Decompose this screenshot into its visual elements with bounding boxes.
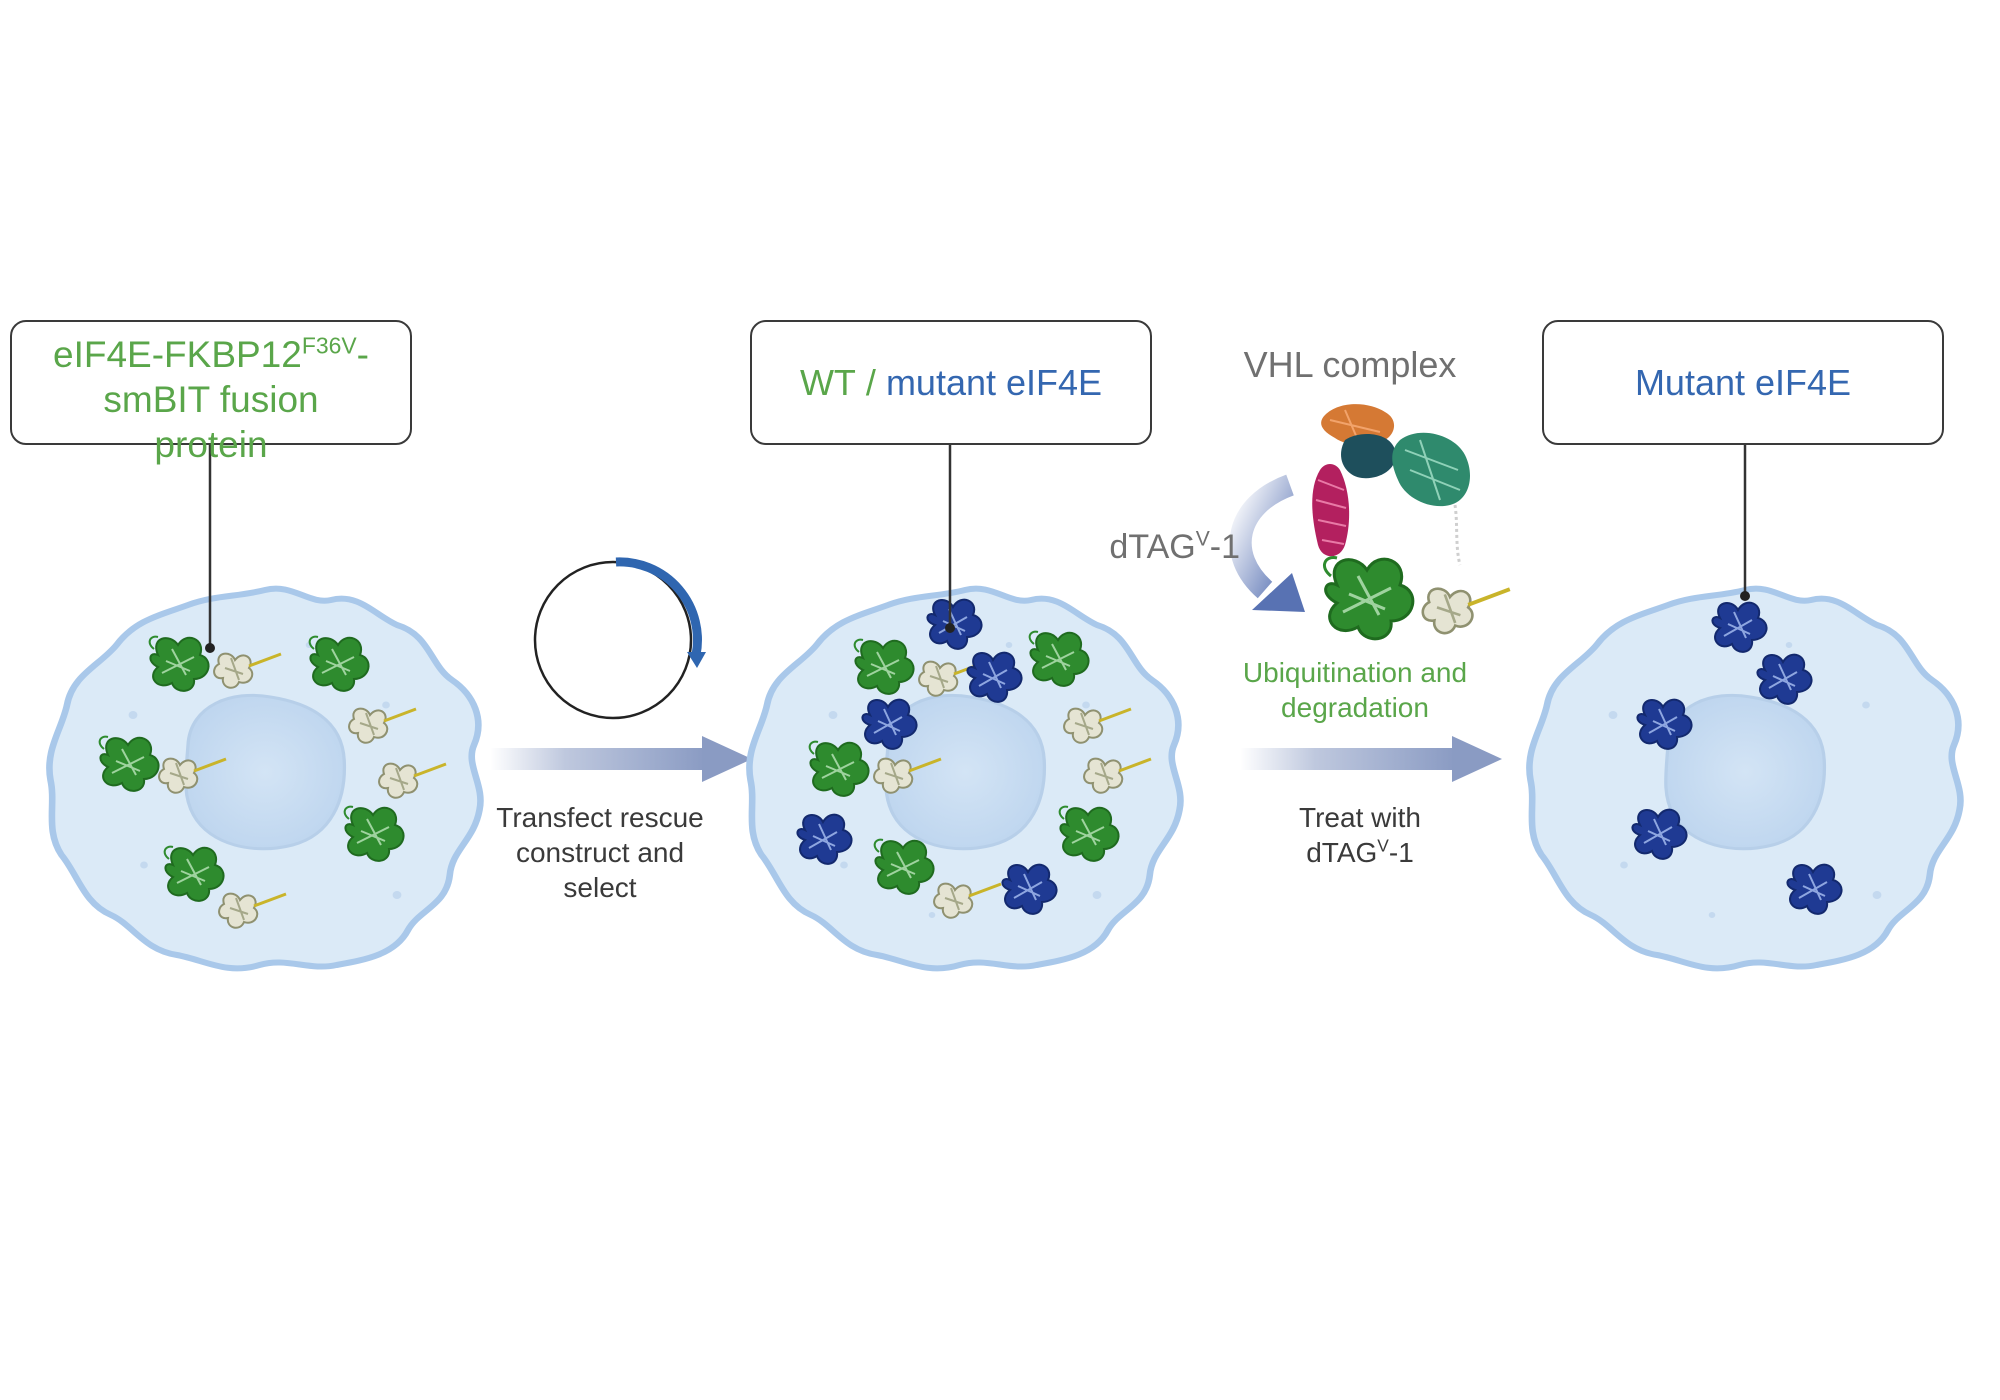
panel1-label-box	[10, 320, 412, 445]
dtag-label: dTAGV-1	[1060, 528, 1240, 567]
panel2-label-mutant: mutant eIF4E	[885, 361, 1103, 403]
dtag-end: -1	[1209, 528, 1240, 566]
ubiquitination-line1: Ubiquitination and	[1242, 657, 1468, 688]
gradient-arrow-icon	[490, 736, 752, 782]
panel1-label-line2: smBIT fusion	[103, 379, 319, 420]
panel3-label: Mutant eIF4E	[1634, 361, 1852, 403]
panel1-label-line1: eIF4E-FKBP12	[53, 334, 302, 375]
treat-dtag-sup: V	[1377, 835, 1389, 856]
treat-dtag-end: -1	[1388, 837, 1414, 868]
step1-line2: construct and	[515, 837, 685, 868]
treat-line1: Treat with	[1299, 802, 1421, 833]
dtag-main: dTAG	[1109, 528, 1196, 566]
curved-arrow-icon	[1229, 474, 1305, 612]
panel1-label-line3: protein	[154, 424, 268, 465]
panel1-label: eIF4E-FKBP12F36V- smBIT fusion protein	[10, 332, 412, 467]
step1-text: Transfect rescue construct and select	[460, 800, 740, 905]
vhl-complex-label-text: VHL complex	[1243, 344, 1457, 385]
treat-dtag: dTAG	[1306, 837, 1378, 868]
panel2-label-box: WT / mutant eIF4E	[750, 320, 1152, 445]
vhl-complex-icon	[1312, 404, 1512, 641]
plasmid-icon	[533, 557, 706, 720]
treat-label: Treat with dTAGV-1	[1230, 800, 1490, 870]
panel1-label-sup: F36V	[301, 332, 357, 359]
ubiquitination-label: Ubiquitination and degradation	[1210, 655, 1500, 725]
panel1-label-dash: -	[356, 334, 369, 375]
panel2-label-sep: /	[855, 361, 886, 403]
step1-line1: Transfect rescue	[496, 802, 704, 833]
step1-line3: select	[563, 872, 637, 903]
panel2-label-wt: WT	[799, 361, 856, 403]
ubiquitination-line2: degradation	[1281, 692, 1429, 723]
dtag-sup: V	[1195, 527, 1210, 551]
gradient-arrow-icon	[1240, 736, 1502, 782]
vhl-complex-label: VHL complex	[1200, 344, 1500, 386]
panel3-label-box: Mutant eIF4E	[1542, 320, 1944, 445]
